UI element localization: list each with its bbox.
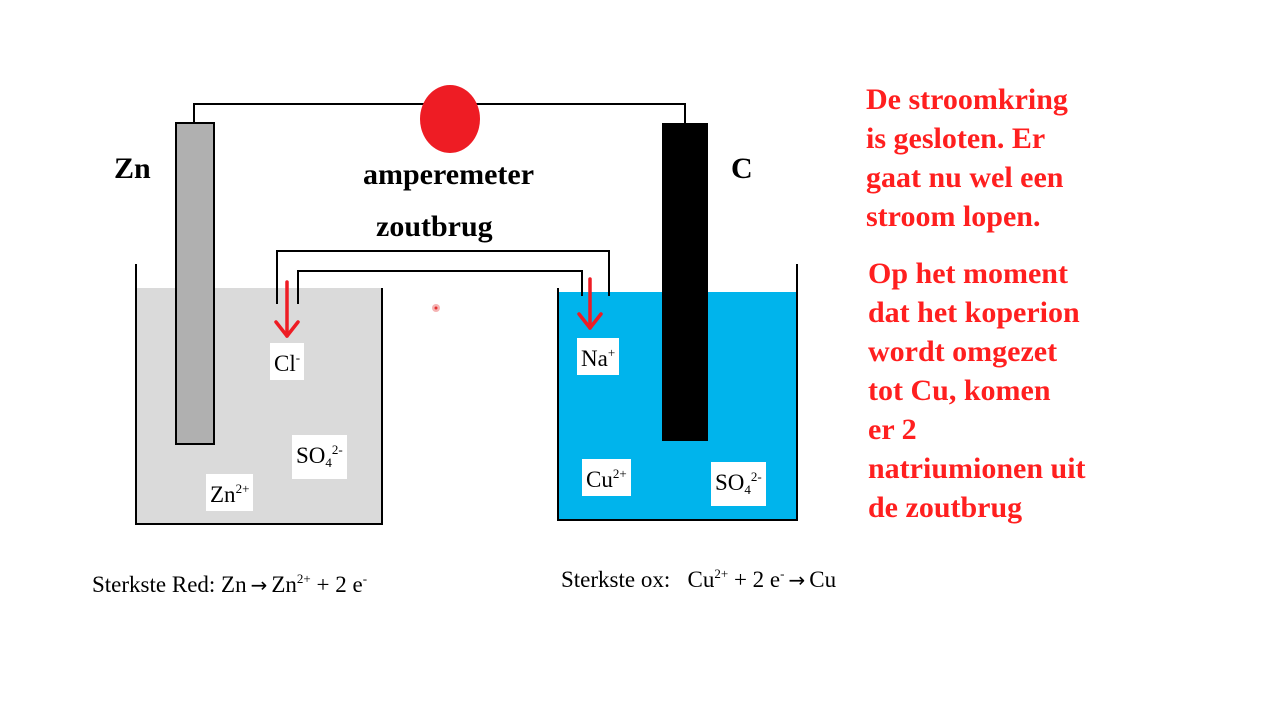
salt-bridge-label: zoutbrug <box>376 210 493 243</box>
sodium-ion: Na+ <box>577 338 620 375</box>
explanation-block-1: De stroomkring is gesloten. Er gaat nu w… <box>866 80 1280 236</box>
zinc-label: Zn <box>114 152 151 185</box>
reaction-arrow-icon: → <box>250 573 268 597</box>
explanation-line: tot Cu, komen <box>868 374 1051 407</box>
reaction-arrow-icon: → <box>788 568 806 592</box>
ammeter-label: amperemeter <box>363 158 535 191</box>
explanation-line: dat het koperion <box>868 296 1080 329</box>
copper-ion: Cu2+ <box>582 459 631 496</box>
explanation-line: natriumionen uit <box>868 452 1086 485</box>
explanation-line: de zoutbrug <box>868 491 1023 524</box>
left-solution <box>136 288 382 524</box>
explanation-line: er 2 <box>868 413 917 446</box>
explanation-line: De stroomkring <box>866 83 1068 116</box>
right-down-arrow <box>577 277 603 330</box>
right-beaker <box>557 264 798 521</box>
ammeter-symbol <box>420 85 480 153</box>
explanation-line: Op het moment <box>868 257 1068 290</box>
explanation-line: is gesloten. Er <box>866 122 1046 155</box>
cursor-dot-center <box>434 306 438 310</box>
explanation-line: stroom lopen. <box>866 200 1041 233</box>
explanation-block-2: Op het moment dat het koperion wordt omg… <box>868 254 1280 527</box>
chloride-ion: Cl- <box>270 343 305 380</box>
oxidation-equation: Sterkste ox: Cu2+ + 2 e-→Cu <box>561 566 837 592</box>
explanation-line: gaat nu wel een <box>866 161 1064 194</box>
zinc-electrode <box>175 122 215 445</box>
carbon-electrode <box>662 123 708 441</box>
zinc-ion: Zn2+ <box>206 474 254 511</box>
sulfate-ion-right: SO42- <box>711 462 766 506</box>
reduction-equation: Sterkste Red: Zn→Zn2+ + 2 e- <box>92 571 368 597</box>
left-beaker <box>135 264 383 525</box>
carbon-label: C <box>731 152 753 185</box>
left-down-arrow <box>274 280 300 338</box>
salt-bridge <box>276 250 610 304</box>
sulfate-ion-left: SO42- <box>292 435 347 479</box>
explanation-line: wordt omgezet <box>868 335 1058 368</box>
